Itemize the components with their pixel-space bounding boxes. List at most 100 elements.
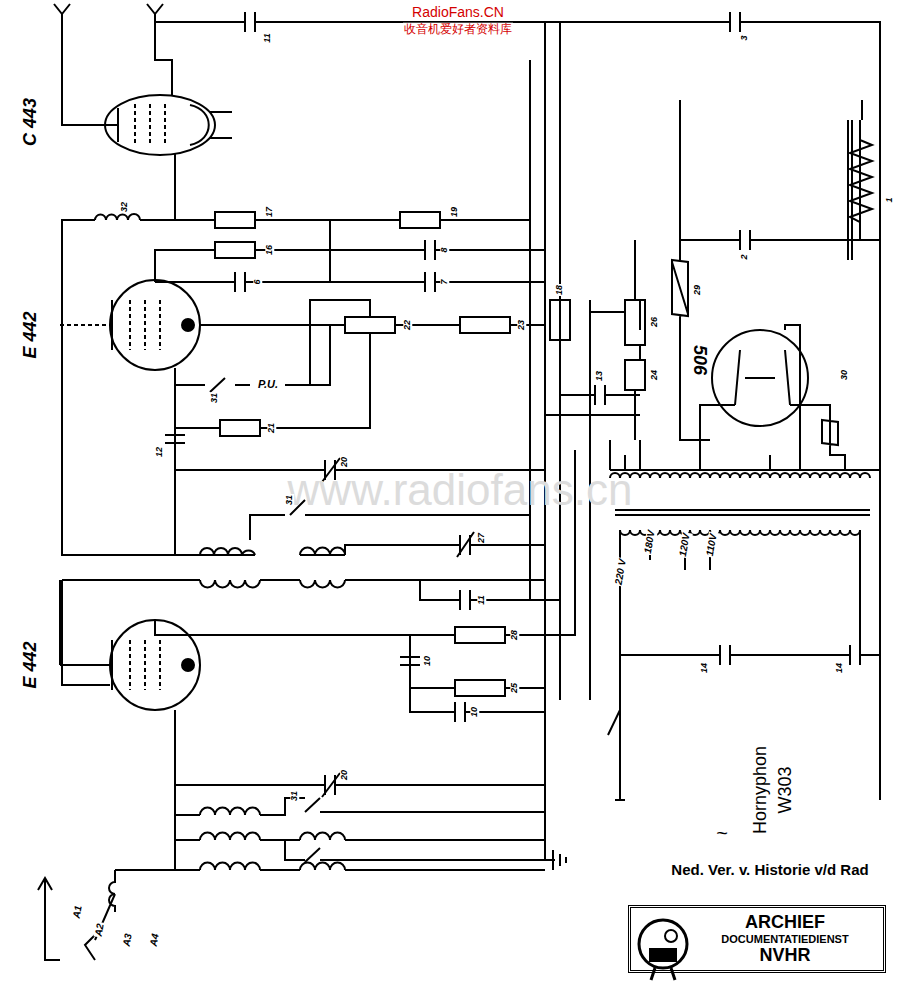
model-name: W303 (776, 765, 795, 814)
archive-logo (651, 968, 675, 980)
wire (155, 220, 545, 282)
callout-number: 29 (693, 284, 702, 296)
power-transformer (610, 470, 880, 655)
wire (165, 430, 185, 470)
tube-506 (735, 350, 790, 405)
resistor-symbol (345, 317, 395, 333)
coil-symbol (38, 878, 100, 960)
callout-number: 14 (835, 662, 844, 674)
archive-note: Ned. Ver. v. Historie v/d Rad (670, 862, 869, 878)
wire (174, 154, 176, 220)
wire (545, 414, 640, 416)
resistor-symbol (400, 212, 440, 228)
antenna-tap: A2 (94, 922, 107, 938)
coil-symbol (200, 808, 345, 840)
archive-stamp: ARCHIEFDOCUMENTATIEDIENSTNVHR (628, 905, 886, 973)
tube-c443 (190, 105, 209, 145)
resistor-symbol (215, 212, 255, 228)
wire (155, 22, 172, 96)
tube-e442 (130, 640, 160, 690)
wire (530, 22, 560, 860)
callout-number: 28 (510, 629, 519, 641)
callout-number: 31 (285, 494, 294, 506)
antenna-terminals (54, 4, 70, 20)
wire (300, 300, 370, 385)
stamp-text: ARCHIEF (693, 912, 877, 933)
tube-506 (730, 404, 800, 406)
speaker-coil (848, 120, 852, 260)
tube-name: C 443 (21, 97, 40, 147)
tube-e442 (110, 280, 200, 370)
voltage-tap: 180V (643, 529, 658, 556)
callout-number: 24 (650, 369, 659, 381)
callout-number: 8 (440, 246, 449, 253)
wire (457, 532, 474, 557)
callout-number: 13 (595, 370, 604, 382)
wire (175, 710, 545, 870)
tube-e442 (182, 659, 194, 671)
antenna-tap: A3 (122, 932, 135, 948)
wire (560, 340, 640, 395)
antenna-tap: A4 (149, 932, 162, 948)
tube-e442 (60, 280, 200, 710)
antenna-terminals (147, 4, 163, 20)
watermark: RadioFans.CN (411, 5, 505, 20)
callout-number: 22 (403, 319, 412, 331)
wire (595, 385, 605, 405)
wire (400, 657, 420, 665)
wire (175, 332, 370, 428)
callout-number: 26 (650, 316, 659, 328)
speaker-coil (848, 100, 872, 260)
wire (62, 220, 200, 555)
wire (550, 300, 570, 340)
callout-number: 12 (155, 446, 164, 458)
antenna-tap: A1 (72, 904, 85, 920)
wire (610, 440, 640, 470)
callout-number: 2 (740, 253, 749, 260)
speaker-coil (850, 100, 872, 240)
capacitor-symbol (235, 240, 435, 292)
callout-number: 14 (700, 662, 709, 674)
resistor-symbol (220, 420, 260, 436)
wire (200, 324, 545, 326)
wire (62, 20, 106, 125)
tube-e442 (110, 620, 200, 710)
callout-number: 21 (267, 422, 276, 434)
callout-number: 17 (265, 206, 274, 218)
callout-number: 31 (210, 392, 219, 404)
coil-symbol (200, 580, 345, 588)
callout-number: 31 (290, 790, 299, 802)
callout-number: 30 (840, 369, 849, 381)
resistor-symbol (215, 242, 255, 258)
wire (455, 702, 465, 722)
tube-e442 (182, 319, 194, 331)
callout-number: 10 (470, 706, 479, 718)
stamp-text: NVHR (693, 945, 877, 966)
wire (245, 12, 255, 32)
connector-name: P.U. (257, 379, 279, 391)
tube-e442 (60, 300, 160, 350)
tube-c443 (135, 104, 165, 146)
coil-symbol (95, 214, 140, 220)
wire (175, 219, 530, 221)
wire (175, 368, 250, 555)
tube-c443 (105, 95, 215, 155)
wire (62, 579, 545, 581)
watermark: www.radiofans.cn (287, 467, 634, 513)
tube-name: 506 (691, 344, 710, 376)
coil-symbol (200, 863, 345, 870)
tube-c443 (105, 95, 232, 155)
tube-e442 (59, 580, 61, 665)
tube-e442 (111, 300, 113, 350)
tube-506 (712, 330, 808, 426)
wire (155, 250, 545, 282)
archive-logo (649, 948, 677, 962)
resistor-symbol (460, 317, 510, 333)
tube-506 (712, 330, 808, 426)
callout-number: 11 (263, 32, 272, 43)
callout-number: 16 (265, 244, 274, 256)
callout-number: 3 (740, 34, 749, 41)
resistor-symbol (455, 680, 505, 696)
callout-number: 6 (253, 278, 262, 285)
callout-number: 18 (555, 284, 564, 296)
